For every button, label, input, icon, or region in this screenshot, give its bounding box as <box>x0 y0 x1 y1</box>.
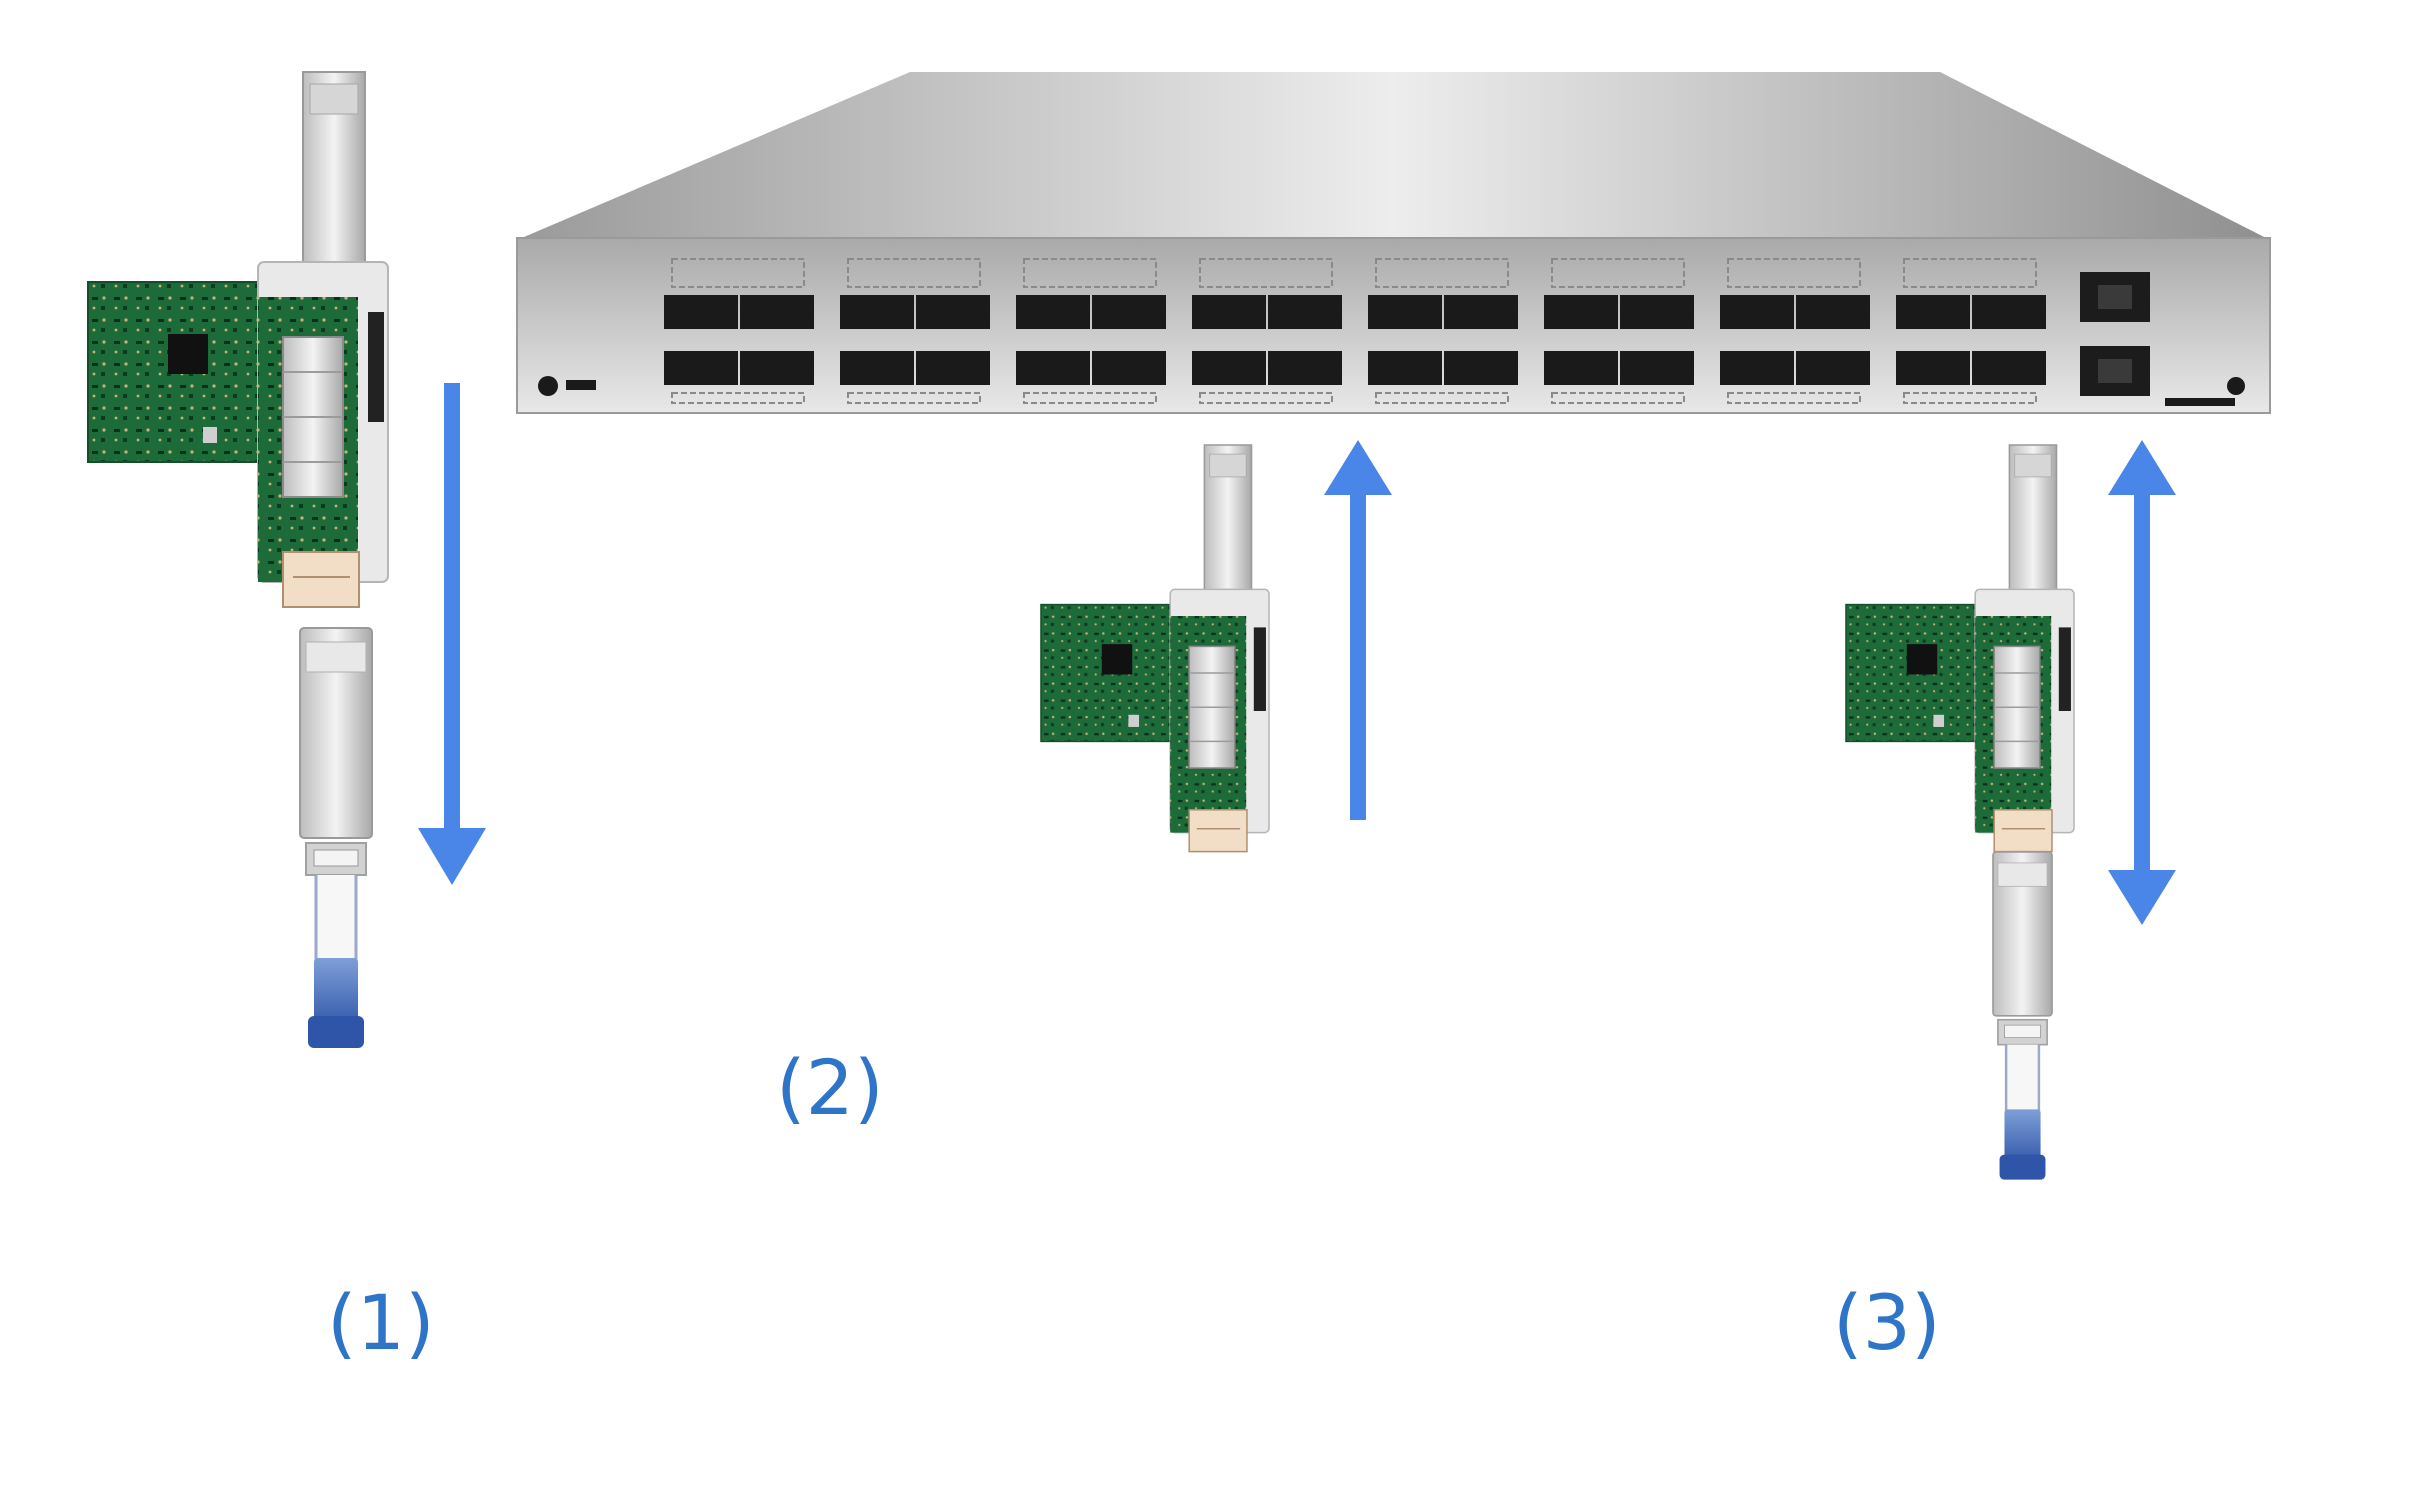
switch-top <box>517 72 2270 240</box>
power-led <box>538 376 558 396</box>
test-board-2 <box>1040 444 1270 853</box>
arrow-up-2 <box>1324 440 1392 820</box>
caption-2: (2) <box>776 1043 884 1132</box>
optical-module-1 <box>298 626 374 1050</box>
test-board-3 <box>1845 444 2075 853</box>
caption-1: (1) <box>327 1278 435 1367</box>
test-board-1 <box>87 71 389 608</box>
network-switch <box>516 72 2271 414</box>
caption-3: (3) <box>1833 1278 1941 1367</box>
arrow-down-1 <box>418 383 486 885</box>
arrow-bidirectional-3 <box>2108 440 2176 925</box>
optical-module-3 <box>1991 850 2054 1181</box>
